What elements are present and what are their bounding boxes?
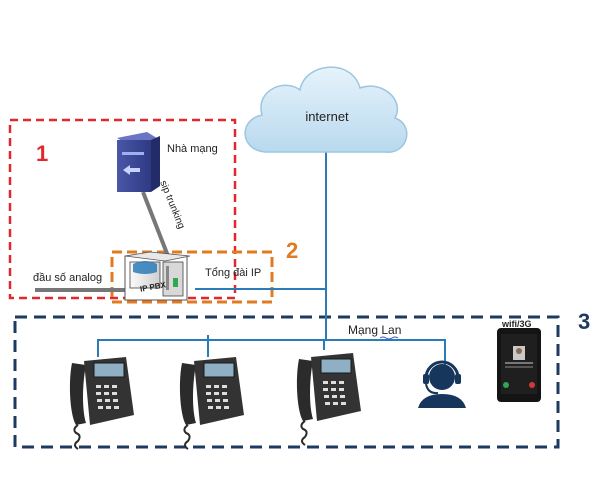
sip-trunk-line [141,191,170,257]
ip-exchange-label: Tổng đài IP [205,267,261,279]
internet-label: internet [305,109,349,124]
desk-phone-icon [295,352,362,446]
zone-1-box [8,118,237,300]
zone-1-number: 1 [36,141,48,166]
analog-label: đầu số analog [33,272,102,284]
carrier-label: Nhà mạng [167,143,218,155]
zone-2-box [110,250,274,304]
lan-bus-line [97,339,446,365]
wifi-3g-label: wifi/3G [501,319,532,329]
server-icon [117,132,160,192]
desk-phone-icon [68,356,135,450]
cloud-icon [244,66,408,153]
headset-agent-icon [418,360,466,408]
zone-2-number: 2 [286,238,298,263]
sip-trunking-label: sip trunking [157,179,186,231]
ip-pbx-icon [124,251,191,301]
zone-3-box [13,315,560,449]
desk-phone-icon [178,356,245,450]
lan-label: Mạng Lan [348,323,401,337]
smartphone-icon [497,328,541,402]
zone-3-number: 3 [578,309,590,334]
